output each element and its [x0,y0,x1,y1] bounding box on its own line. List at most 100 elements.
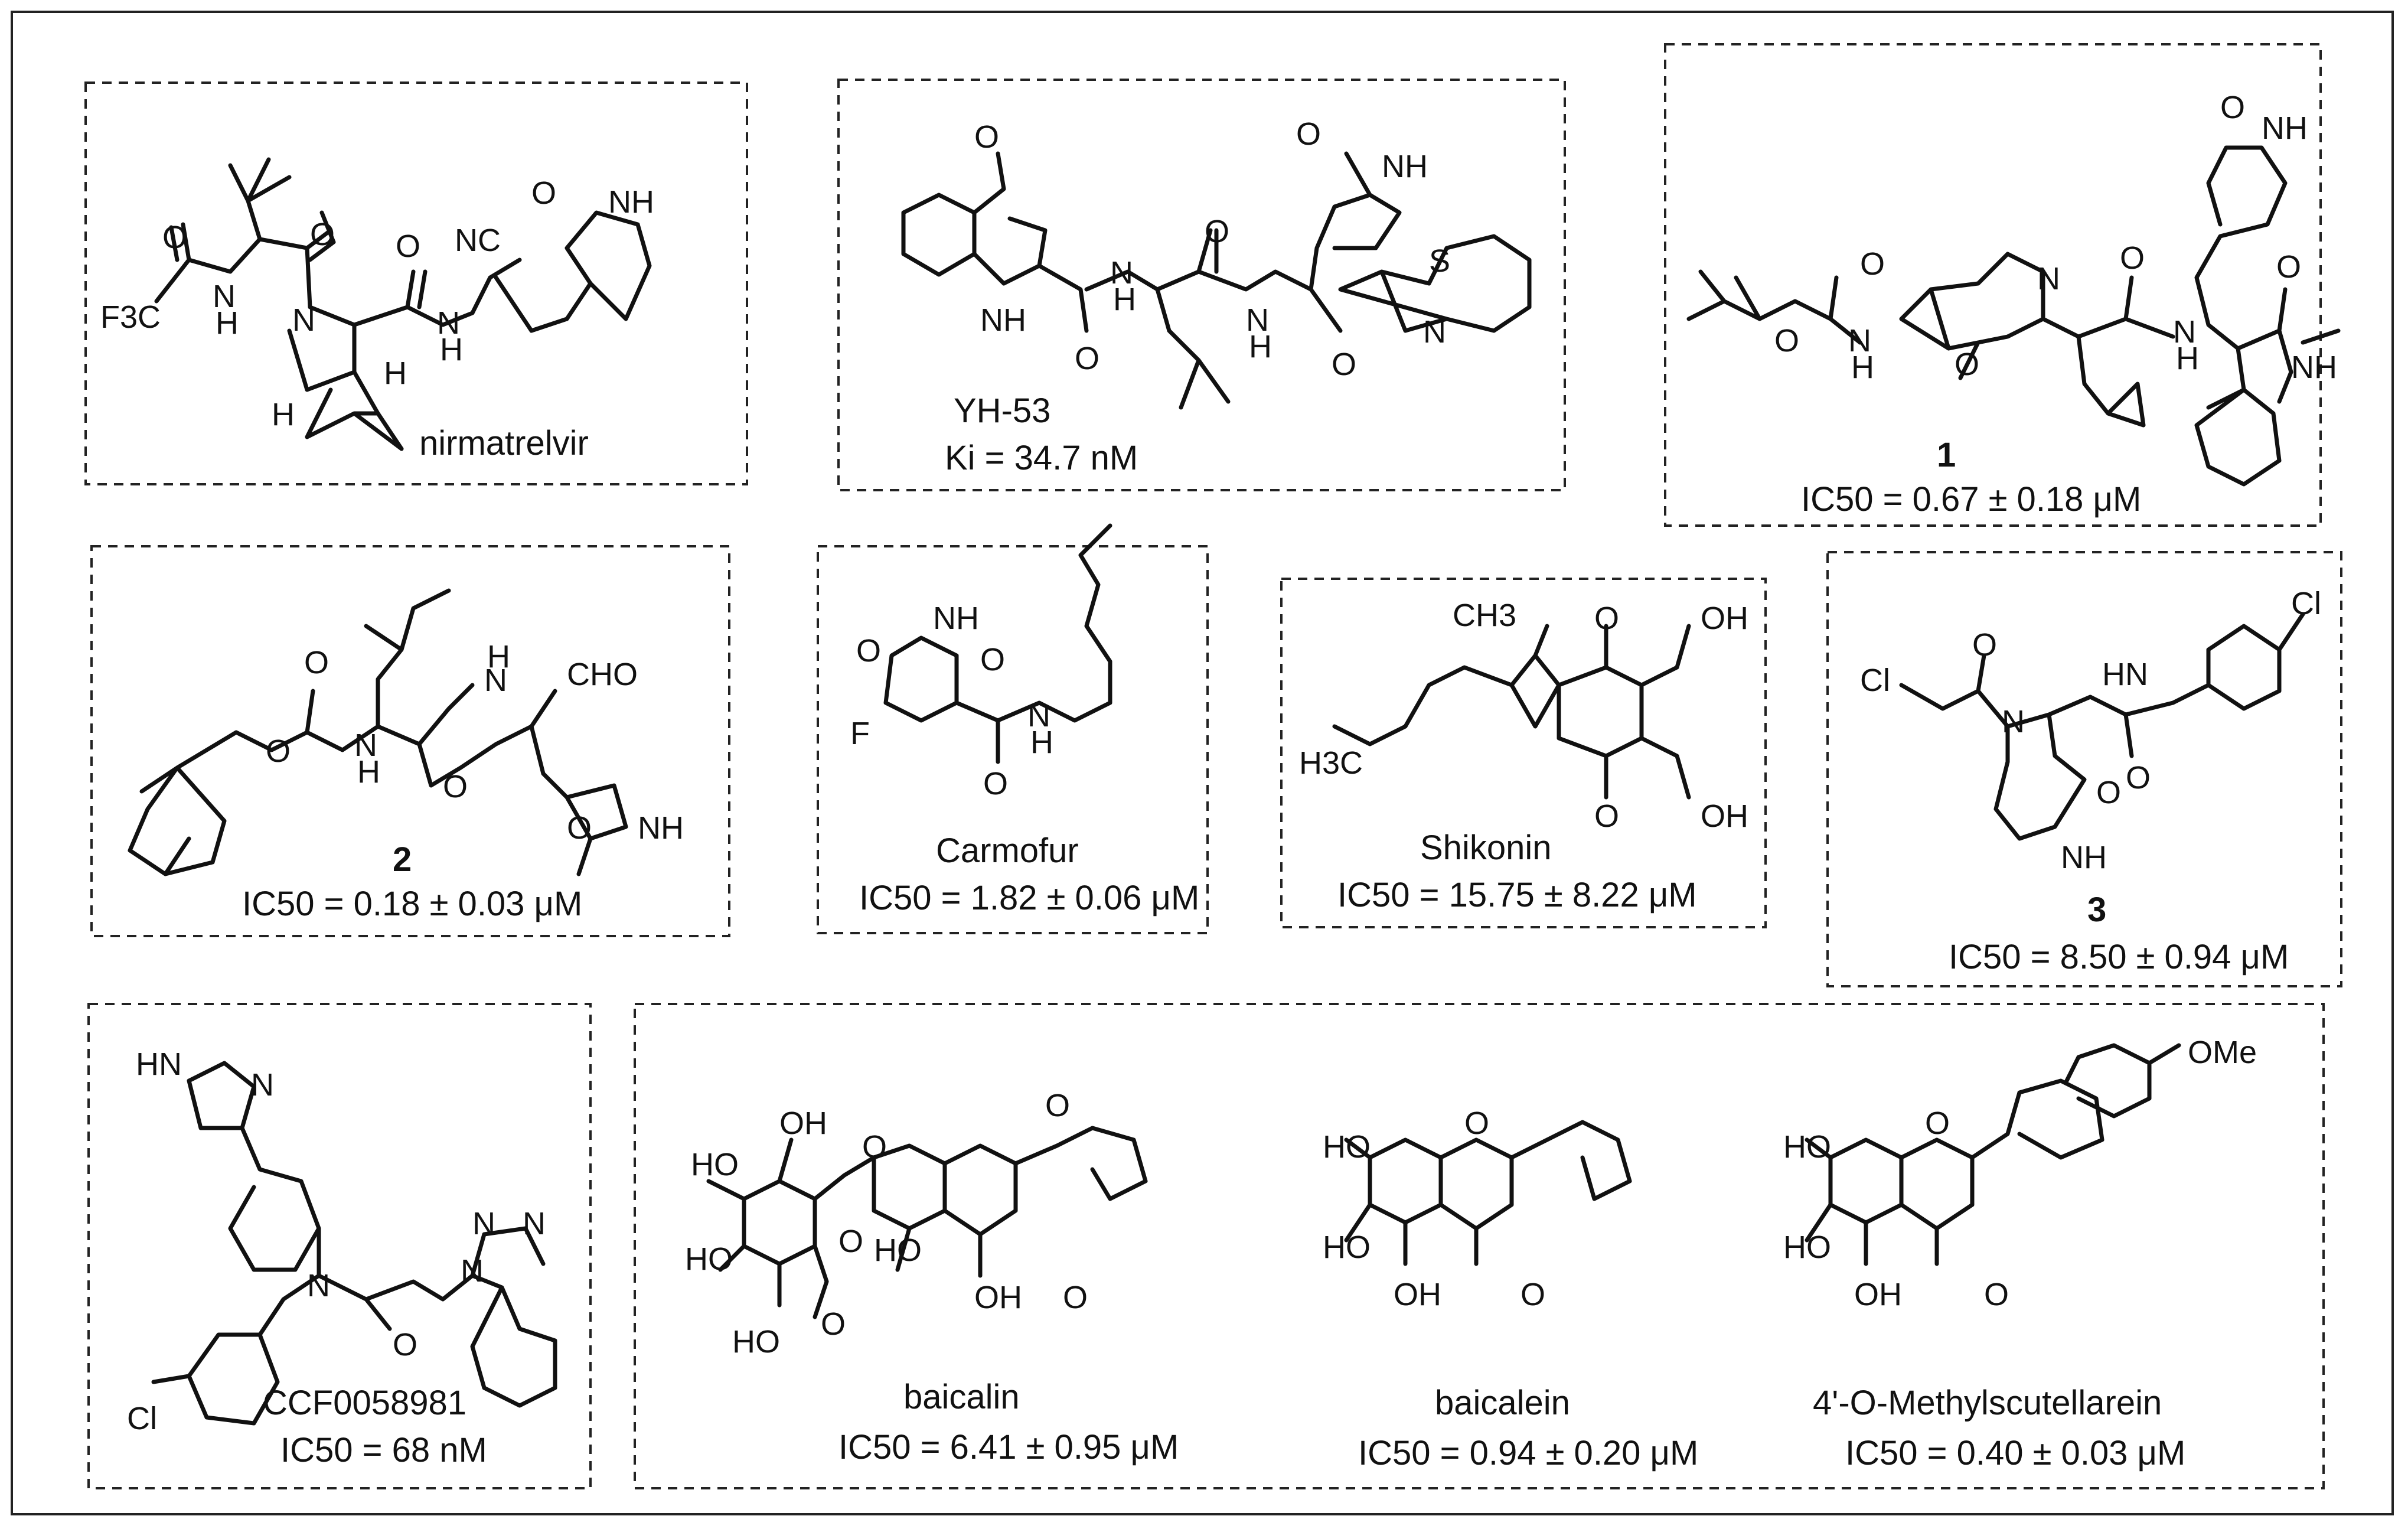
atom-o: O [1045,1088,1070,1123]
atom-o: O [1205,214,1229,249]
activity-ccf0058981: IC50 = 68 nM [280,1431,487,1469]
atom-o: O [304,645,329,680]
atom-f: F [850,716,870,751]
atom-o: O [1332,347,1356,382]
atom-n: N [354,728,377,763]
atom-ho: HO [732,1324,780,1360]
atom-oh: OH [1701,601,1748,636]
atom-o: O [862,1129,887,1165]
atom-s: S [1429,243,1450,279]
atom-o: O [1594,798,1619,834]
atom-n: N [472,1206,495,1241]
activity-compound-1: IC50 = 0.67 ± 0.18 μM [1801,480,2141,519]
atom-nh: NH [2291,350,2337,385]
structure-shikonin: CH3 H3C O OH O OH Shikonin IC50 = 15.75 … [1299,598,1748,914]
atom-o: O [2220,90,2245,125]
atom-hn: HN [136,1046,182,1082]
figure-border [11,11,2394,1515]
atom-ho: HO [685,1241,733,1277]
atom-n: N [484,663,507,698]
atom-nh: NH [1382,149,1428,184]
panel-compound-3 [1826,551,2342,987]
atom-nc: NC [455,223,501,258]
label-nirmatrelvir: nirmatrelvir [419,424,589,462]
atom-oh: OH [1854,1277,1902,1312]
structure-yh53: O NH O N H O N H O O NH S N YH-53 Ki = 3… [901,116,1532,477]
atom-cl: Cl [2291,586,2321,621]
atom-o: O [310,217,335,252]
label-carmofur: Carmofur [936,832,1079,870]
label-compound-2: 2 [393,840,412,879]
atom-o: O [1925,1106,1950,1141]
panel-ccf0058981 [87,1003,592,1489]
structure-compound-1: O O N H O N O N H O NH O NH 1 IC50 = 0.6… [1686,90,2341,519]
atom-o: O [974,119,999,155]
label-compound-3: 3 [2087,891,2106,929]
atom-nh: NH [2262,110,2308,146]
label-4-o-methylscutellarein: 4'-O-Methylscutellarein [1813,1384,2162,1422]
structure-carmofur: O NH O F O N H Carmofur IC50 = 1.82 ± 0.… [850,523,1199,917]
atom-cho: CHO [567,657,638,692]
atom-h: H [357,754,380,790]
structure-baicalein: HO HO OH O O baicalein IC50 = 0.94 ± 0.2… [1323,1106,1698,1472]
atom-n: N [251,1067,274,1103]
atom-o: O [2126,760,2151,796]
panel-compound-1 [1664,43,2322,527]
atom-n: N [2037,261,2060,296]
atom-oh: OH [1394,1277,1441,1312]
atom-o: O [393,1327,417,1362]
atom-h: H [2176,341,2199,376]
atom-ho: HO [1323,1129,1371,1165]
atom-nh: N [2173,314,2196,350]
atom-n: N [1027,698,1050,733]
atom-o: O [1296,116,1321,152]
atom-nh: NH [933,601,979,636]
atom-h: H [1113,282,1136,317]
atom-o: O [1063,1280,1088,1315]
atom-o: O [980,642,1005,677]
atom-h: H [440,332,463,367]
panel-carmofur [817,545,1209,934]
atom-hn: HN [2102,657,2148,692]
atom-oh: OH [1701,798,1748,834]
atom-o: O [1594,601,1619,636]
atom-o: O [1464,1106,1489,1141]
atom-h: H [1851,350,1874,385]
panel-yh53 [837,79,1566,491]
atom-o: O [1521,1277,1545,1312]
atom-ome: OMe [2188,1035,2257,1070]
atom-o: O [2120,240,2145,276]
atom-h: H [1030,725,1053,760]
structure-nirmatrelvir: F3C O N H O N O N H NC O NH H H nirmatre… [100,157,654,462]
atom-o: O [162,220,187,255]
atom-ho: HO [1783,1129,1831,1165]
panel-flavonoids [634,1003,2325,1489]
activity-compound-2: IC50 = 0.18 ± 0.03 μM [242,885,582,923]
atom-nh: NH [608,184,654,220]
atom-oh: OH [779,1106,827,1141]
atom-nh: NH [980,302,1026,338]
atom-f3c: F3C [100,299,161,335]
atom-o: O [443,769,468,804]
atom-n: N [292,302,315,338]
atom-h: H [487,639,510,674]
atom-nh: NH [2061,840,2107,875]
atom-h: H [272,397,295,432]
atom-o: O [1972,627,1997,663]
atom-o: O [1860,246,1885,282]
atom-o: O [856,633,881,669]
atom-ho: HO [874,1233,922,1268]
atom-n: N [2002,704,2025,739]
label-yh53: YH-53 [954,392,1050,430]
activity-compound-3: IC50 = 8.50 ± 0.94 μM [1949,938,2289,976]
atom-n: N [523,1206,546,1241]
panel-compound-2 [90,545,730,937]
atom-ho: HO [1783,1230,1831,1265]
activity-shikonin: IC50 = 15.75 ± 8.22 μM [1337,876,1697,914]
label-ccf0058981: CCF0058981 [263,1384,466,1422]
atom-o: O [1984,1277,2009,1312]
atom-o: O [1955,347,1979,382]
activity-baicalin: IC50 = 6.41 ± 0.95 μM [838,1428,1179,1466]
atom-n: N [437,305,460,341]
